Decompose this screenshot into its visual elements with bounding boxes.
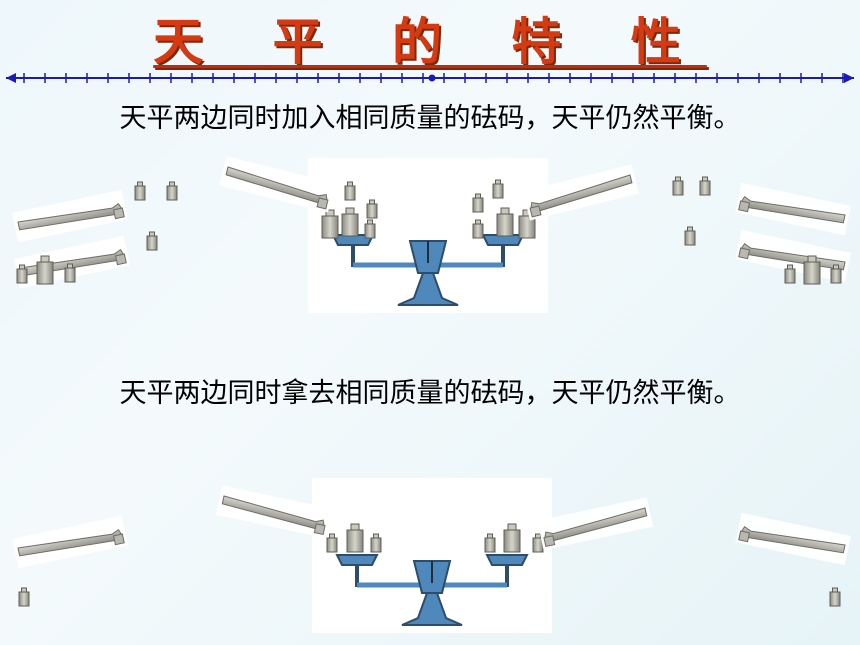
- balance-scale-icon: [312, 478, 552, 633]
- tweezers-icon: [536, 496, 654, 551]
- caption-remove-weights: 天平两边同时拿去相同质量的砝码，天平仍然平衡。: [119, 378, 741, 409]
- tweezers-icon: [11, 189, 129, 243]
- caption-add-weights: 天平两边同时加入相同质量的砝码，天平仍然平衡。: [119, 103, 741, 134]
- weight-icon: [829, 587, 841, 607]
- tweezers-icon: [734, 182, 852, 236]
- tweezers-icon: [734, 512, 852, 566]
- tweezers-icon: [11, 515, 129, 569]
- weight-icon: [18, 587, 30, 607]
- decorative-ruler: [6, 73, 854, 83]
- page-title: 天 平 的 特 性: [153, 13, 707, 71]
